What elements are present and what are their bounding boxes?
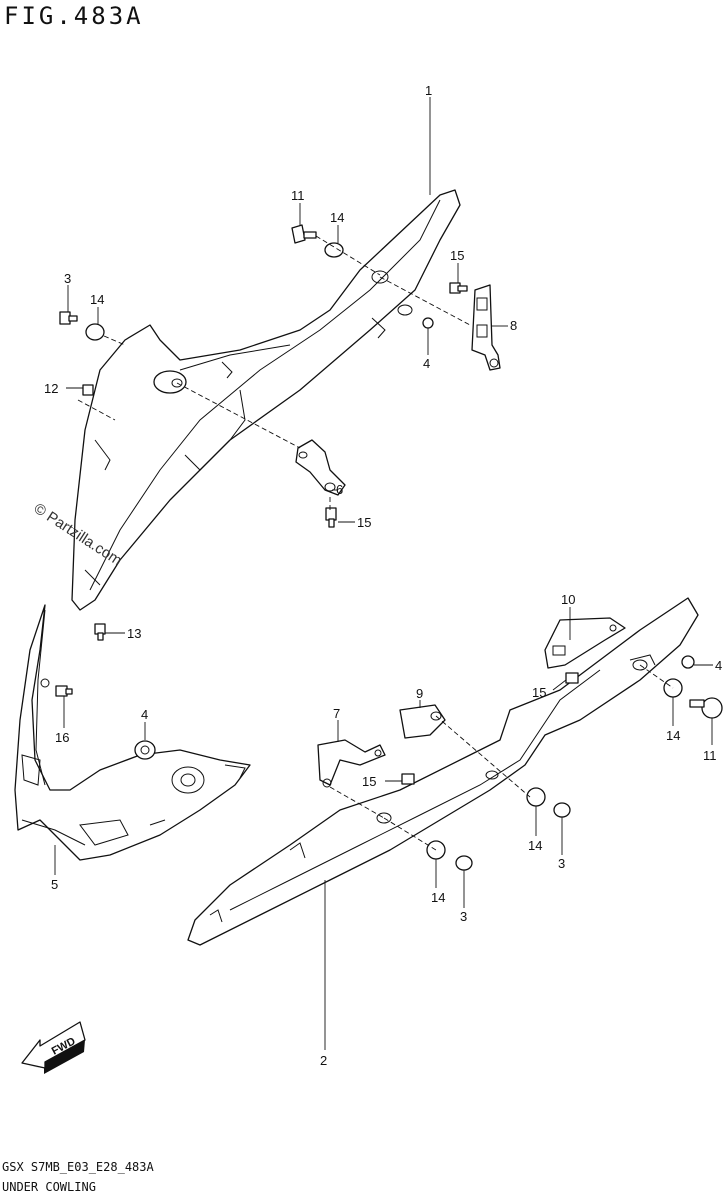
callout-3: 3 [558,856,565,871]
callout-14: 14 [431,890,445,905]
fwd-arrow-icon: FWD [21,1021,86,1074]
callout-12: 12 [44,381,58,396]
part-6-bracket [295,439,346,496]
callout-6: 6 [336,482,343,497]
callout-13: 13 [127,626,141,641]
callout-15: 15 [532,685,546,700]
callout-4: 4 [423,356,430,371]
assembly-lines [77,235,674,851]
callout-16: 16 [55,730,69,745]
part-5-lower-cowl [14,604,251,861]
part-8-bracket [471,284,501,371]
callout-11: 11 [291,188,305,203]
part-7-bracket [317,739,386,788]
callout-14: 14 [666,728,680,743]
callout-1: 1 [425,83,432,98]
footer-name: UNDER COWLING [2,1180,96,1194]
callout-4: 4 [141,707,148,722]
part-10-bracket [544,617,626,669]
part-9-bracket [399,704,446,739]
leader-lines [54,97,713,1050]
footer-code: GSX S7MB_E03_E28_483A [2,1160,154,1174]
callout-15: 15 [362,774,376,789]
callout-11: 11 [703,748,717,763]
callout-labels: 1 11 14 15 8 4 3 14 12 6 15 13 16 4 5 10… [44,83,722,1068]
part-1-upper-panel [71,189,461,611]
callout-14: 14 [90,292,104,307]
callout-3: 3 [64,271,71,286]
callout-14: 14 [528,838,542,853]
callout-15: 15 [357,515,371,530]
callout-2: 2 [320,1053,327,1068]
callout-4: 4 [715,658,722,673]
callout-9: 9 [416,686,423,701]
fasteners [55,224,723,871]
callout-8: 8 [510,318,517,333]
callout-5: 5 [51,877,58,892]
callout-7: 7 [333,706,340,721]
callout-14: 14 [330,210,344,225]
callout-10: 10 [561,592,575,607]
callout-3: 3 [460,909,467,924]
figure-title: FIG.483A [4,2,144,30]
part-2-side-panel [187,597,699,946]
callout-15: 15 [450,248,464,263]
